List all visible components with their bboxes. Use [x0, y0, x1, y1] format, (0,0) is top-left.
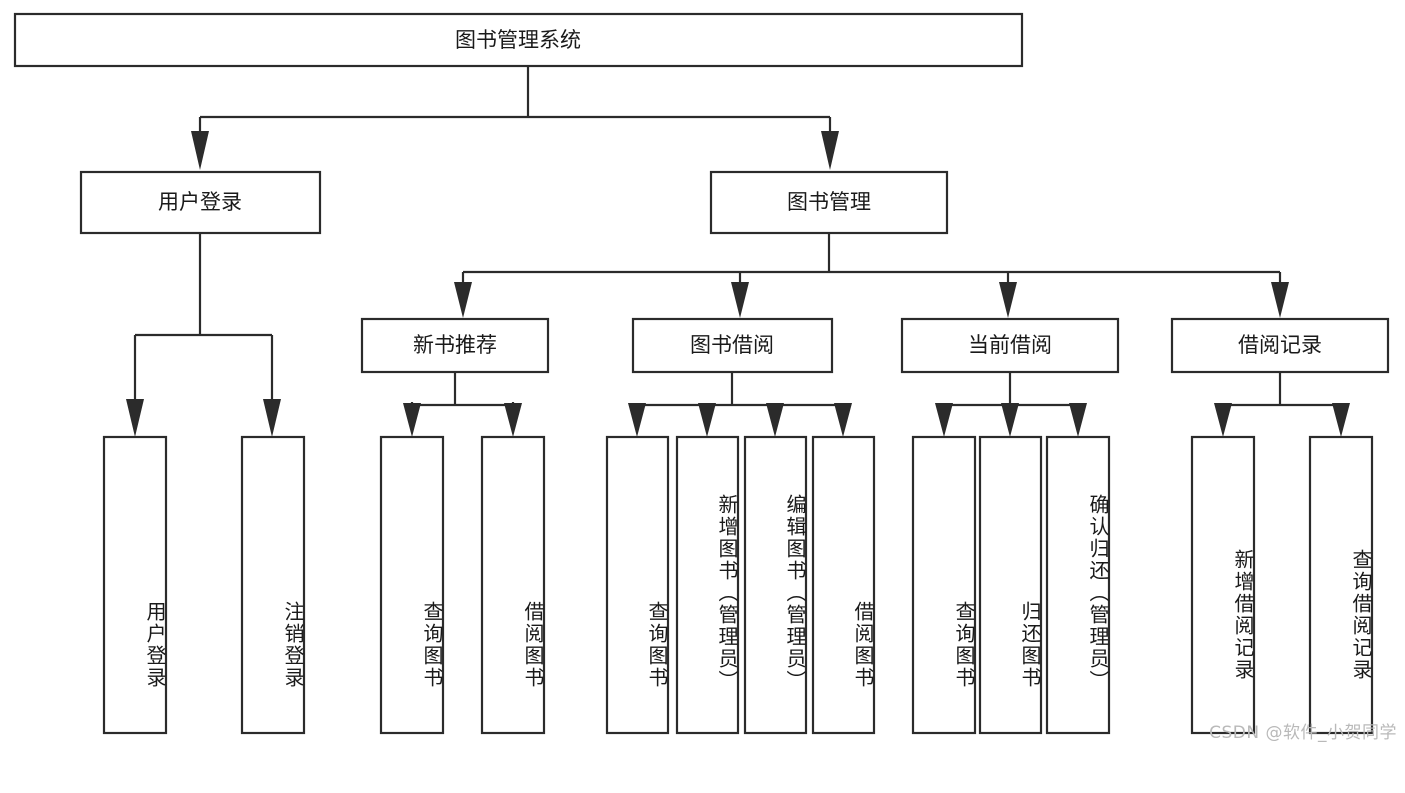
- new-book-recommend-box-label: 新书推荐: [413, 333, 497, 357]
- book-borrow-box-rect: [631, 317, 834, 374]
- leaf-box-book-borrow-3[interactable]: [743, 435, 808, 735]
- leaf-box-borrow-record-2[interactable]: [1308, 435, 1374, 735]
- borrow-record-box-rect: [1170, 317, 1390, 374]
- arrow-to-new-book: [454, 282, 472, 318]
- arrow-to-user-login: [191, 131, 209, 170]
- leaf-box-new-book-1[interactable]: [379, 435, 445, 735]
- arrow-leaf-borrow-record-1: [1214, 403, 1232, 437]
- arrow-leaf-new-book-1: [403, 403, 421, 437]
- user-login-box-label: 用户登录: [158, 190, 242, 214]
- book-borrow-box-label: 图书借阅: [690, 333, 774, 357]
- node-user-login[interactable]: 用户登录: [79, 170, 322, 235]
- current-borrow-box-label: 当前借阅: [968, 333, 1052, 357]
- leaf-box-current-borrow-3[interactable]: [1045, 435, 1111, 735]
- arrow-leaf-current-borrow-2: [1001, 403, 1019, 437]
- node-root[interactable]: 图书管理系统: [13, 12, 1024, 68]
- root-box-rect: [13, 12, 1024, 68]
- arrow-leaf-new-book-2: [504, 403, 522, 437]
- node-book-borrow[interactable]: 图书借阅: [631, 317, 834, 374]
- arrow-leaf-user-login-2: [263, 399, 281, 437]
- root-box-label: 图书管理系统: [455, 28, 581, 52]
- leaf-box-book-borrow-1[interactable]: [605, 435, 670, 735]
- csdn-watermark: CSDN @软件_小贺同学: [1209, 723, 1397, 743]
- leaf-box-user-login-1[interactable]: [102, 435, 168, 735]
- arrow-leaf-current-borrow-3: [1069, 403, 1087, 437]
- current-borrow-box-rect: [900, 317, 1120, 374]
- leaf-box-user-login-2[interactable]: [240, 435, 306, 735]
- new-book-recommend-box-rect: [360, 317, 550, 374]
- arrow-leaf-book-borrow-2: [698, 403, 716, 437]
- node-new-book-recommend[interactable]: 新书推荐: [360, 317, 550, 374]
- borrow-record-box-label: 借阅记录: [1238, 333, 1322, 357]
- arrow-leaf-book-borrow-3: [766, 403, 784, 437]
- leaf-box-book-borrow-2[interactable]: [675, 435, 740, 735]
- leaf-box-current-borrow-2[interactable]: [978, 435, 1043, 735]
- book-management-box-label: 图书管理: [787, 190, 871, 214]
- arrow-to-borrow-record: [1271, 282, 1289, 318]
- leaf-box-book-borrow-4[interactable]: [811, 435, 876, 735]
- tree-structure-svg: 图书管理系统 用户登录 图书管理: [13, 12, 1390, 735]
- leaf-box-new-book-2[interactable]: [480, 435, 546, 735]
- arrow-leaf-book-borrow-1: [628, 403, 646, 437]
- arrow-leaf-user-login-1: [126, 399, 144, 437]
- arrow-leaf-book-borrow-4: [834, 403, 852, 437]
- node-borrow-record[interactable]: 借阅记录: [1170, 317, 1390, 374]
- arrow-leaf-borrow-record-2: [1332, 403, 1350, 437]
- arrow-to-book-mgmt: [821, 131, 839, 170]
- arrow-leaf-current-borrow-1: [935, 403, 953, 437]
- book-management-box-rect: [709, 170, 949, 235]
- node-book-management[interactable]: 图书管理: [709, 170, 949, 235]
- leaf-box-current-borrow-1[interactable]: [911, 435, 977, 735]
- arrow-to-current-borrow: [999, 282, 1017, 318]
- node-current-borrow[interactable]: 当前借阅: [900, 317, 1120, 374]
- leaf-box-borrow-record-1[interactable]: [1190, 435, 1256, 735]
- arrow-to-book-borrow: [731, 282, 749, 318]
- flowchart-diagram: 图书管理系统 用户登录 图书管理: [13, 12, 1397, 743]
